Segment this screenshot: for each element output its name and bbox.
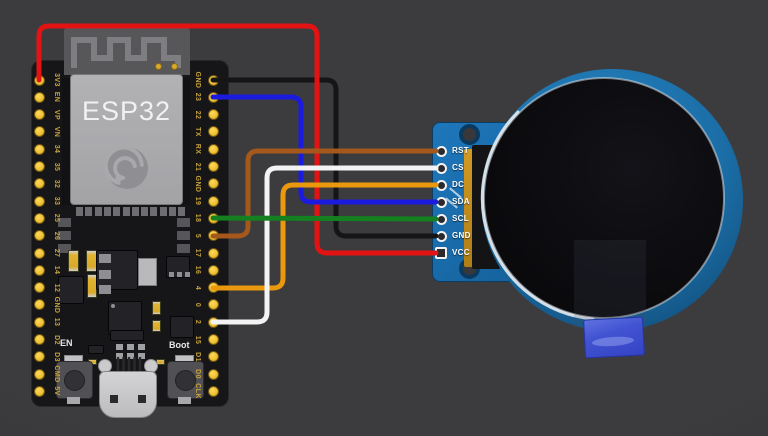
chip-pin1-dot: [111, 304, 115, 308]
regulator-tab: [138, 258, 157, 286]
esp32-pin-5V: [33, 385, 45, 397]
flex-reflection: [574, 240, 646, 328]
smd-pad: [127, 353, 134, 359]
regulator-pad: [99, 254, 111, 263]
smd-pad: [138, 353, 145, 359]
usb-weld-point: [138, 395, 146, 403]
smd-capacitor: [152, 320, 161, 332]
esp32-pin-GND: [33, 299, 45, 311]
en-button-plunger: [64, 370, 85, 391]
usb-connector-back: [110, 330, 144, 341]
display-pin-label: SDA: [452, 197, 470, 206]
en-button-nub: [67, 397, 80, 404]
smd-pad: [116, 344, 123, 350]
smd-pad: [138, 344, 145, 350]
display-pin-label: VCC: [452, 248, 470, 257]
esp32-pin-CLK-r18: [207, 385, 219, 397]
esp32-pin-D1-r16: [207, 351, 219, 363]
display-pin-label: RST: [452, 146, 469, 155]
en-button: [56, 361, 93, 399]
sot23-transistor: [170, 316, 194, 338]
en-button-label: EN: [60, 338, 73, 348]
smd-pad: [116, 353, 123, 359]
esp32-pin-13: [33, 316, 45, 328]
esp32-pin-D0-r17: [207, 368, 219, 380]
usb-weld-point: [110, 395, 118, 403]
mounting-hole: [459, 124, 480, 145]
boot-button-plunger: [175, 370, 196, 391]
micro-usb-connector: [99, 371, 157, 418]
display-pin-label: GND: [452, 231, 471, 240]
sot23-pad: [185, 272, 190, 277]
regulator-pad: [99, 285, 111, 294]
sot23-pad: [177, 272, 182, 277]
smd-capacitor: [152, 301, 161, 315]
esp32-pin-D2: [33, 334, 45, 345]
esp32-pin-14: [33, 264, 45, 276]
esp32-pin-CMD: [33, 368, 45, 380]
flex-cable-edge: [464, 149, 473, 267]
display-pin-label: DC: [452, 180, 465, 189]
esp32-pin-D3: [33, 351, 45, 363]
display-pin-label: CS: [452, 163, 464, 172]
boot-button-label: Boot: [169, 340, 190, 350]
smd-component-cluster: [58, 276, 84, 304]
esp32-pin-15-r15: [207, 334, 219, 345]
sot23-pad: [169, 272, 174, 277]
smd-pad: [127, 344, 134, 350]
regulator-pad: [99, 270, 111, 279]
boot-button-nub: [178, 397, 191, 404]
display-pin-label: SCL: [452, 214, 469, 223]
esp32-pin-12: [33, 282, 45, 294]
crystal: [88, 345, 104, 354]
